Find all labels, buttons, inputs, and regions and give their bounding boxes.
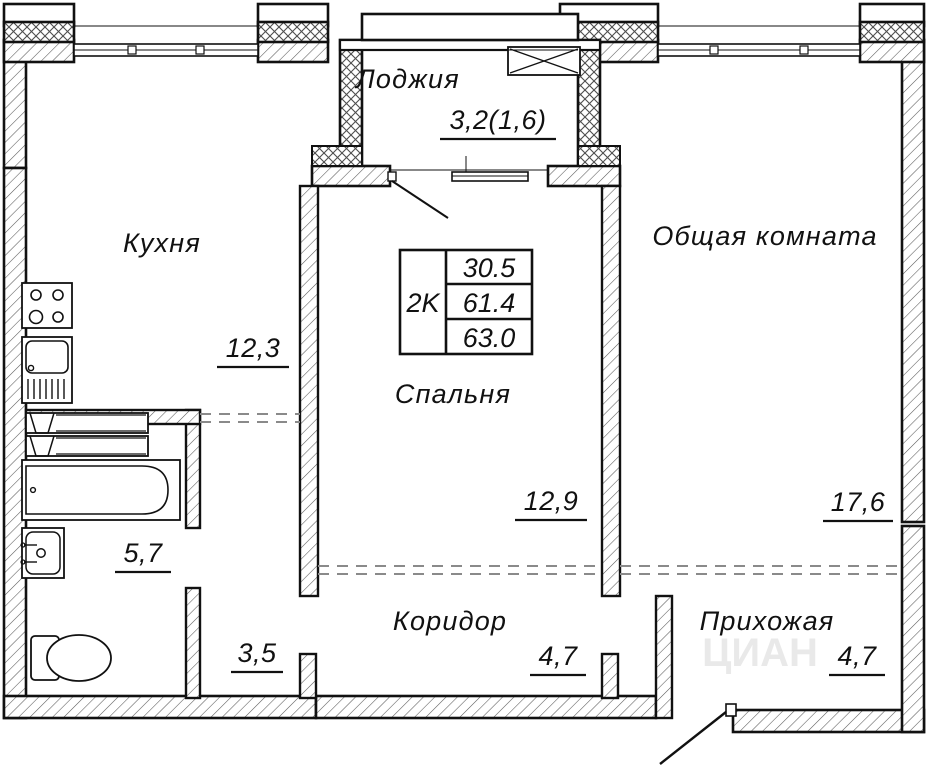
room-area-bathroom: 5,7: [123, 538, 163, 568]
insulation-living-right: [858, 20, 926, 44]
room-name-entry-hall: Прихожая: [700, 606, 835, 636]
kitchen-sink-drain: [27, 364, 35, 372]
bath-cabinet-strip-2: [25, 435, 149, 457]
bathtub-icon: [25, 465, 169, 515]
dashed-opening-lines: [200, 413, 902, 575]
room-label-wc-hall: 3,5: [231, 638, 283, 674]
kitchen-fixtures: [21, 282, 73, 404]
stove-burner-4: [52, 311, 64, 323]
windows-top: [73, 43, 861, 57]
room-label-bathroom: 5,7: [115, 538, 171, 574]
washbasin-icon: [25, 531, 61, 575]
room-label-corridor: Коридор 4,7: [393, 606, 586, 677]
room-label-bedroom: Спальня 12,9: [395, 379, 587, 522]
window-kitchen-node-1: [127, 45, 137, 55]
room-area-wc-hall: 3,5: [237, 638, 277, 668]
washbasin-drain: [36, 548, 46, 558]
top-slab-blocks: [2, 2, 926, 44]
room-label-kitchen: Кухня 12,3: [123, 228, 289, 369]
loggia-wall-bottom-left: [310, 164, 392, 188]
toilet-icon: [46, 634, 112, 682]
wall-bathroom-right: [184, 408, 202, 530]
window-living-node-2: [799, 45, 809, 55]
washbasin-valve-1: [20, 542, 26, 548]
room-label-entry-hall: Прихожая 4,7: [700, 606, 885, 677]
room-name-kitchen: Кухня: [123, 228, 201, 258]
info-box-gross-area: 63.0: [463, 323, 516, 353]
insulation-left: [2, 20, 76, 44]
balcony-door-swing-leader: [391, 180, 449, 219]
bathroom-fixtures: [20, 412, 181, 682]
wall-corridor-left-stub: [298, 652, 318, 700]
bath-cabinet-detail-1: [29, 412, 55, 434]
wall-bottom-left: [2, 694, 318, 720]
bathtub-drain: [29, 486, 37, 494]
room-area-corridor: 4,7: [538, 641, 578, 671]
room-area-loggia: 3,2(1,6): [449, 105, 546, 135]
loggia-structure: [310, 12, 622, 219]
stove-burner-1: [30, 289, 42, 301]
wall-left-lower: [2, 166, 28, 720]
balcony-door-hinge: [387, 171, 397, 182]
balcony-door-glazing: [451, 171, 529, 182]
loggia-window: [507, 46, 581, 76]
stove-burner-3: [28, 309, 44, 325]
stove-icon: [21, 282, 73, 329]
loggia-insulation-bottom-right: [577, 145, 621, 167]
room-area-living-room: 17,6: [831, 487, 886, 517]
room-name-corridor: Коридор: [393, 606, 507, 636]
insulation-kitchen-right: [256, 20, 330, 44]
wall-bedroom-left: [298, 184, 320, 598]
exterior-walls: [2, 38, 926, 734]
apartment-info-box: 2K 30.5 61.4 63.0: [398, 248, 534, 356]
watermark-text: ЦИАН: [702, 631, 818, 675]
info-box-living-area: 30.5: [463, 253, 517, 283]
wall-bottom-right: [731, 708, 926, 734]
wall-right-lower: [900, 524, 926, 734]
entrance-door-leaf: [659, 711, 727, 765]
bath-cabinet-detail-2: [29, 435, 55, 457]
stove-burner-2: [52, 289, 64, 301]
window-kitchen-node-2: [195, 45, 205, 55]
info-box-frame: [398, 248, 534, 356]
entrance-door-hinge: [725, 703, 737, 717]
interior-walls: [24, 184, 674, 720]
wall-entry-left: [654, 594, 674, 720]
room-label-living-room: Общая комната 17,6: [652, 221, 893, 523]
entrance-door: [659, 703, 737, 765]
info-box-total-area: 61.4: [463, 288, 516, 318]
wall-bottom-middle: [314, 694, 658, 720]
wall-bedroom-right: [600, 184, 622, 598]
wall-right-upper: [900, 38, 926, 524]
loggia-window-x2: [509, 48, 579, 74]
bath-cabinet-strip-1: [25, 412, 149, 434]
room-name-loggia: Лоджия: [354, 64, 460, 94]
room-area-entry-hall: 4,7: [837, 641, 877, 671]
loggia-wall-bottom-right: [546, 164, 622, 188]
wall-corridor-right-stub: [600, 652, 620, 700]
kitchen-drainer-grooves: [27, 379, 65, 399]
room-labels: Кухня 12,3 Лоджия 3,2(1,6) Общая комната…: [115, 64, 893, 677]
washbasin-valve-2: [20, 559, 26, 565]
info-box-type-label: 2K: [405, 288, 440, 318]
wall-wc-right: [184, 586, 202, 700]
room-name-living-room: Общая комната: [652, 221, 877, 251]
room-name-bedroom: Спальня: [395, 379, 511, 409]
room-area-kitchen: 12,3: [226, 333, 281, 363]
room-label-loggia: Лоджия 3,2(1,6): [354, 64, 556, 141]
loggia-insulation-bottom-left: [311, 145, 363, 167]
kitchen-sink-basin: [25, 340, 69, 374]
window-living-node-1: [709, 45, 719, 55]
room-area-bedroom: 12,9: [524, 486, 579, 516]
loggia-parapet: [360, 12, 580, 42]
